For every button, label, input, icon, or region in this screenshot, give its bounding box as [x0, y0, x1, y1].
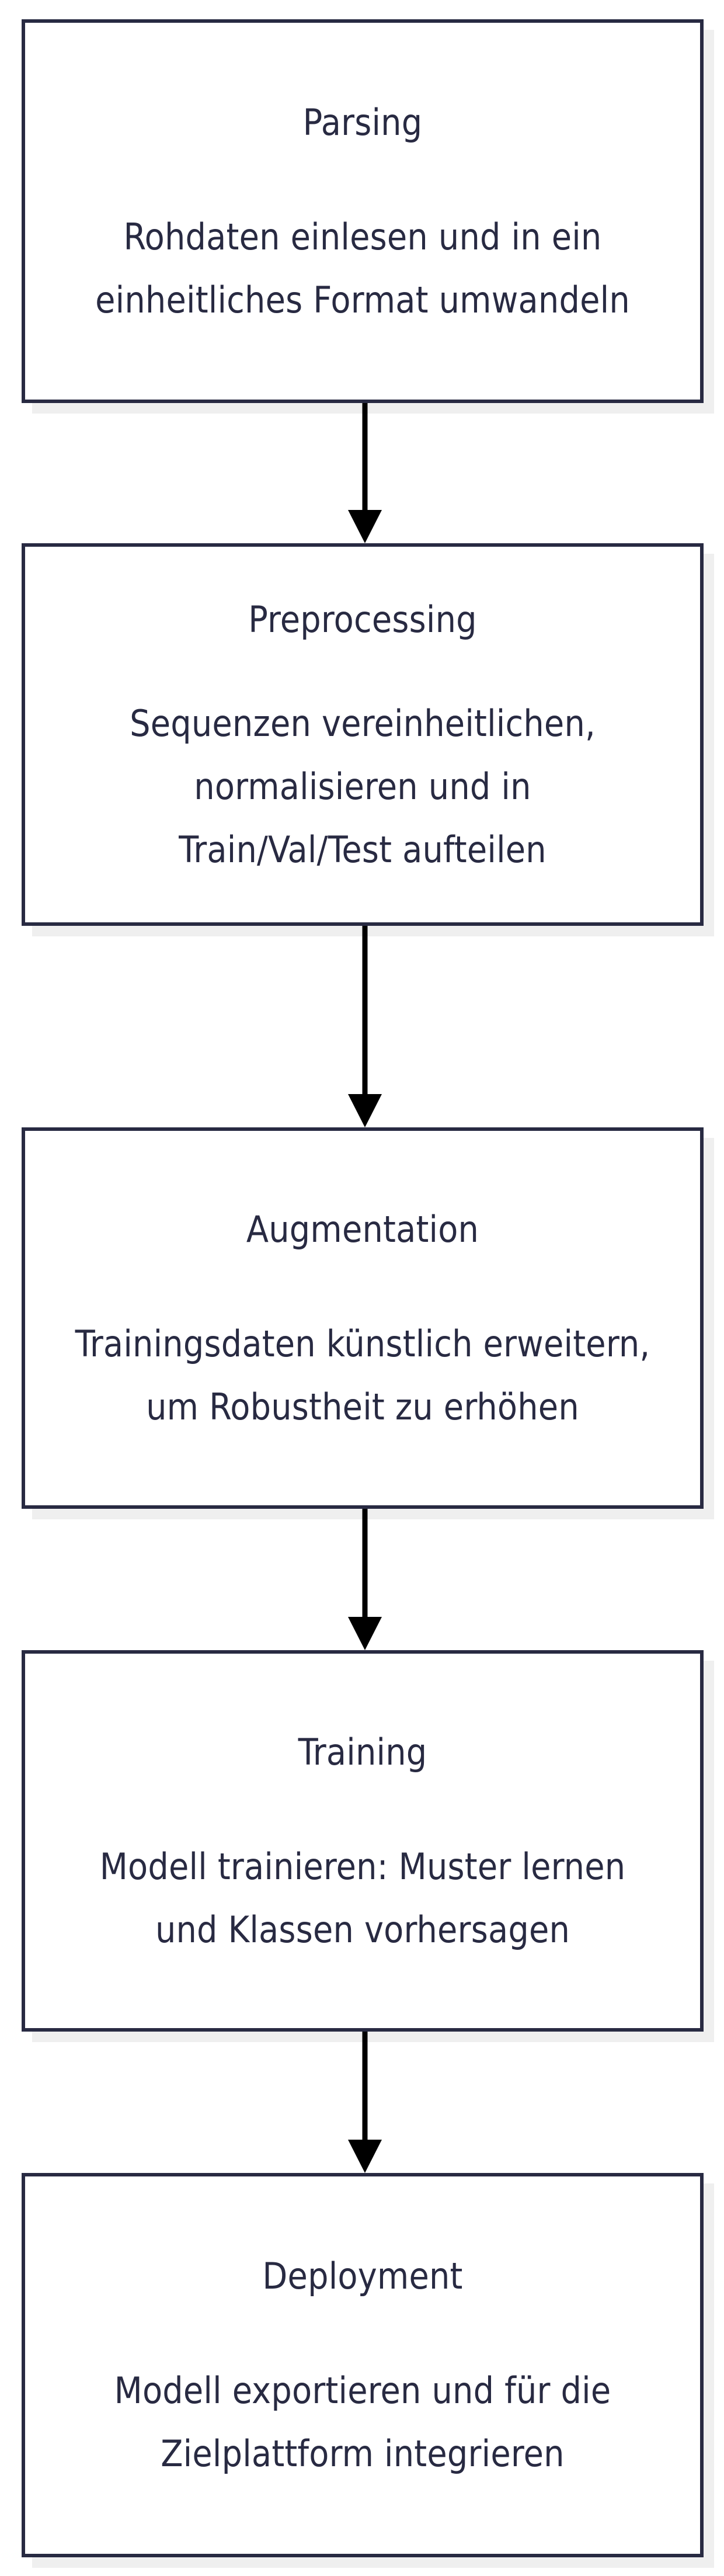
flow-node-title: Augmentation: [246, 1207, 479, 1251]
arrow-down-icon: [348, 1509, 382, 1650]
flow-node-description: Modell trainieren: Muster lernen und Kla…: [99, 1845, 626, 1951]
flow-node-title: Deployment: [262, 2255, 463, 2297]
arrow-down-icon: [348, 403, 382, 543]
flow-node-content: Training Modell trainieren: Muster lerne…: [25, 1721, 700, 1961]
spacer: [40, 651, 685, 692]
flow-node-description: Sequenzen vereinheitlichen, normalisiere…: [130, 702, 596, 871]
flow-node-content: Parsing Rohdaten einlesen und in ein ein…: [25, 91, 700, 332]
flow-node-title: Preprocessing: [248, 598, 477, 641]
spacer: [40, 154, 685, 206]
flow-node-training[interactable]: Training Modell trainieren: Muster lerne…: [22, 1650, 704, 2032]
flow-node-description: Trainingsdaten künstlich erweitern, um R…: [75, 1322, 650, 1428]
flow-node-content: Deployment Modell exportieren und für di…: [25, 2245, 700, 2485]
flow-node-title: Parsing: [302, 100, 423, 144]
flow-node-title: Training: [298, 1730, 427, 1773]
arrow-down-icon: [348, 926, 382, 1127]
flow-node-augmentation[interactable]: Augmentation Trainingsdaten künstlich er…: [22, 1127, 704, 1509]
flow-node-description: Rohdaten einlesen und in ein einheitlich…: [95, 215, 630, 321]
flow-node-description: Modell exportieren und für die Zielplatt…: [114, 2369, 611, 2475]
flow-node-content: Preprocessing Sequenzen vereinheitlichen…: [25, 588, 700, 881]
flow-edge-parsing-preprocessing: [0, 403, 724, 543]
flow-edge-preprocessing-augmentation: [0, 926, 724, 1127]
spacer: [40, 1784, 685, 1835]
flow-node-parsing[interactable]: Parsing Rohdaten einlesen und in ein ein…: [22, 19, 704, 403]
spacer: [40, 2308, 685, 2359]
flow-edge-training-deployment: [0, 2032, 724, 2173]
flow-edge-augmentation-training: [0, 1509, 724, 1650]
flow-node-preprocessing[interactable]: Preprocessing Sequenzen vereinheitlichen…: [22, 543, 704, 926]
flow-node-deployment[interactable]: Deployment Modell exportieren und für di…: [22, 2173, 704, 2557]
spacer: [40, 1261, 685, 1313]
arrow-down-icon: [348, 2032, 382, 2173]
flow-node-content: Augmentation Trainingsdaten künstlich er…: [25, 1198, 700, 1439]
